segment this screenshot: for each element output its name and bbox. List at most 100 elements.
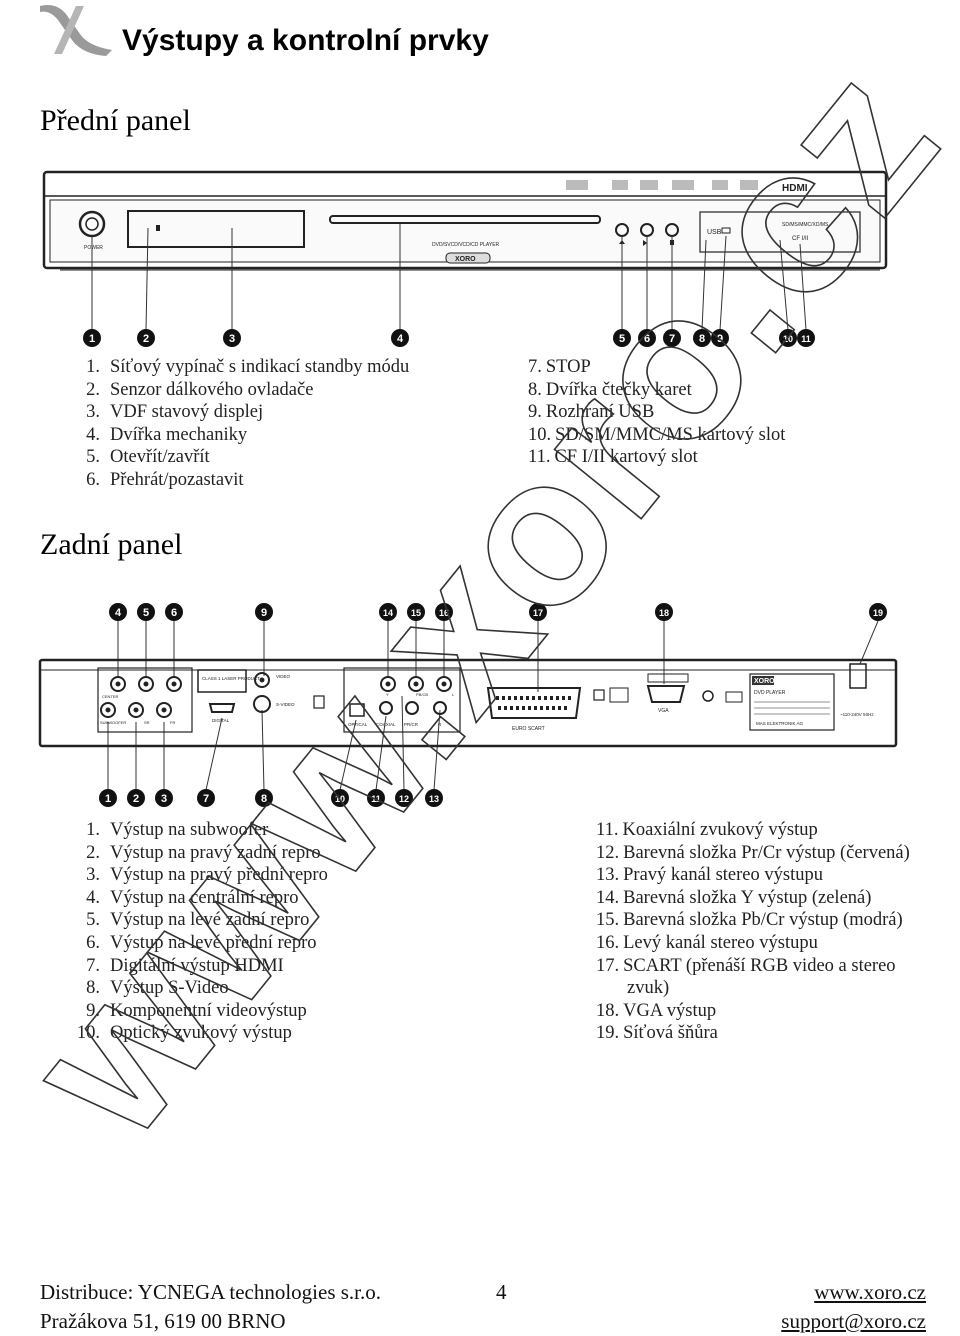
item-number: 6.	[86, 932, 100, 953]
list-item: 5.Otevřít/zavřít	[64, 446, 409, 469]
item-text: Pravý kanál stereo výstupu	[623, 865, 823, 886]
rear-callouts-bottom: 1 2 3 7 8 10 11 12 13	[99, 789, 443, 807]
item-number: 3.	[86, 865, 100, 886]
callout-10: 10	[335, 794, 345, 804]
item-number: 17.	[596, 955, 620, 976]
pr-label: PR/CR	[404, 722, 419, 727]
item-number: 7.	[528, 357, 542, 377]
rear-panel-device: CENTER SUBWOOFER SR FR CLASS 1 LASER PRO…	[38, 658, 898, 748]
item-number: 4.	[86, 424, 100, 445]
callout-19: 19	[873, 608, 883, 618]
callout-1: 1	[89, 333, 95, 345]
callout-9: 9	[717, 333, 723, 345]
support-email-link[interactable]: support@xoro.cz	[781, 1309, 926, 1333]
item-text: Barevná složka Pb/Cr výstup (modrá)	[623, 910, 903, 931]
mas-label: MAS ELEKTRONIK AG	[756, 721, 804, 726]
list-item: 19.Síťová šňůra	[596, 1022, 910, 1045]
front-panel-device: POWER DVD/SVCD/VCD/CD PLAYER XORO USB SD…	[42, 170, 888, 271]
list-item: 17.SCART (přenáší RGB video a stereo	[596, 955, 910, 978]
rear-panel-diagram: 4 5 6 9 14 15 16 17 18 19	[38, 603, 898, 807]
vga-label: VGA	[658, 708, 669, 714]
item-number: 11.	[528, 447, 551, 468]
list-item: 10.SD/SM/MMC/MS kartový slot	[528, 424, 785, 447]
rear-power-label: ~110-240V 50Hz	[840, 712, 874, 717]
item-text: Senzor dálkového ovladače	[110, 379, 314, 400]
distributor-address: Pražákova 51, 619 00 BRNO	[40, 1309, 286, 1333]
item-text: Barevná složka Y výstup (zelená)	[623, 887, 872, 908]
list-item: 3. Výstup na pravý přední repro	[64, 864, 328, 887]
callout-5: 5	[619, 333, 625, 345]
center-label: CENTER	[102, 694, 119, 699]
callout-4: 4	[397, 333, 404, 345]
coaxial-label: COAXIAL	[376, 722, 396, 727]
list-item: 8.Dvířka čtečky karet	[528, 379, 785, 402]
callout-17: 17	[533, 608, 543, 618]
item-text: Výstup na pravý zadní repro	[110, 842, 321, 863]
item-text: Síťový vypínač s indikací standby módu	[110, 357, 410, 377]
item-number: 8.	[86, 978, 100, 999]
front-items-left: 1.Síťový vypínač s indikací standby módu…	[64, 356, 409, 492]
subwoofer-label: SUBWOOFER	[100, 720, 126, 725]
list-item: 11.Koaxiální zvukový výstup	[596, 819, 910, 842]
callout-2: 2	[143, 333, 149, 345]
callout-15: 15	[411, 608, 421, 618]
optical-label: OPTICAL	[348, 722, 368, 727]
rear-items-left: 1.Výstup na subwoofer 2.Výstup na pravý …	[64, 819, 328, 1045]
website-link[interactable]: www.xoro.cz	[814, 1280, 926, 1304]
rear-panel-title: Zadní panel	[40, 528, 183, 561]
list-item: 9.Rozhraní USB	[528, 401, 785, 424]
list-item: 1.Výstup na subwoofer	[64, 819, 328, 842]
item-number: 7.	[86, 955, 100, 976]
callout-7: 7	[203, 793, 209, 805]
callout-2: 2	[133, 793, 139, 805]
list-item: 8.Výstup S-Video	[64, 977, 328, 1000]
item-number: 5.	[86, 447, 100, 468]
front-callouts: 1 2 3 4 5 6 7 8 9 10 11	[83, 329, 815, 347]
pb-label: PB/CB	[416, 692, 428, 697]
item-text: Výstup na centrální repro	[110, 887, 299, 908]
item-text: Síťová šňůra	[623, 1023, 718, 1044]
item-number: 12.	[596, 842, 620, 863]
list-item: 2. Senzor dálkového ovladače	[64, 379, 409, 402]
item-text: Rozhraní USB	[545, 402, 655, 423]
list-item: 13.Pravý kanál stereo výstupu	[596, 864, 910, 887]
list-item: 10.Optický zvukový výstup	[64, 1022, 328, 1045]
rear-items-right: 11.Koaxiální zvukový výstup 12.Barevná s…	[596, 819, 910, 1045]
front-brand-label: XORO	[455, 256, 476, 263]
item-text: VGA výstup	[623, 1000, 717, 1021]
item-text: CF I/II kartový slot	[554, 447, 698, 468]
callout-16: 16	[439, 608, 449, 618]
item-number: 4.	[86, 887, 100, 908]
display-window	[127, 210, 305, 248]
front-panel-diagram: POWER DVD/SVCD/VCD/CD PLAYER XORO USB SD…	[42, 170, 888, 347]
laser-label: CLASS 1 LASER PRODUCT	[202, 676, 260, 681]
card-slot-label: SD/MS/MMC/XD/MS	[782, 222, 829, 228]
item-text: Výstup na levé zadní repro	[110, 910, 310, 931]
item-text: Digitální výstup HDMI	[110, 955, 284, 976]
list-item: 5.Výstup na levé zadní repro	[64, 909, 328, 932]
callout-9: 9	[261, 607, 267, 619]
list-item: 16.Levý kanál stereo výstupu	[596, 932, 910, 955]
xoro-logo-icon	[40, 5, 112, 56]
fr-label: FR	[170, 720, 175, 725]
item-number: 18.	[596, 1000, 620, 1021]
video-label: VIDEO	[276, 674, 291, 679]
item-text: Výstup na pravý přední repro	[110, 865, 328, 886]
item-number: 2.	[86, 379, 100, 400]
item-number: 9.	[528, 402, 542, 423]
item-text: SD/SM/MMC/MS kartový slot	[555, 424, 786, 445]
power-label: POWER	[84, 245, 103, 251]
callout-11: 11	[371, 794, 381, 804]
r-label: R	[438, 722, 442, 727]
item-text: Optický zvukový výstup	[110, 1023, 292, 1044]
item-text: Přehrát/pozastavit	[110, 469, 244, 490]
page-title: Výstupy a kontrolní prvky	[122, 24, 489, 57]
list-item: 9.Komponentní videovýstup	[64, 1000, 328, 1023]
item-text: Barevná složka Pr/Cr výstup (červená)	[623, 842, 910, 863]
list-item: 7.STOP	[528, 356, 785, 379]
callout-6: 6	[644, 333, 650, 345]
callout-18: 18	[659, 608, 669, 618]
item-text: Výstup na levé přední repro	[110, 932, 317, 953]
item-text: VDF stavový displej	[110, 402, 264, 423]
item-text: Dvířka čtečky karet	[545, 379, 692, 400]
